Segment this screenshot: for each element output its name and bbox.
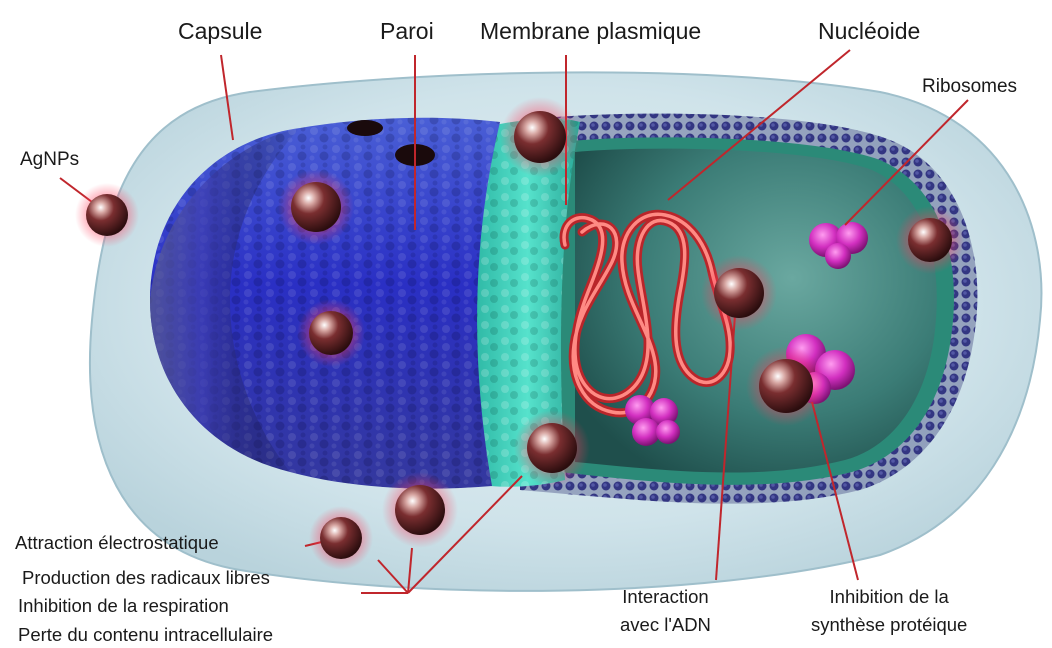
agnp-particle <box>500 97 580 177</box>
agnp-particle <box>746 346 826 426</box>
agnp-particle <box>701 255 777 331</box>
label-inhibition-respiration: Inhibition de la respiration <box>18 597 229 616</box>
label-membrane-plasmique: Membrane plasmique <box>480 20 701 43</box>
label-agnps: AgNPs <box>20 150 79 169</box>
agnp-particle <box>382 472 458 548</box>
agnp-particle <box>75 183 139 247</box>
label-inhibition-synthese-line1: Inhibition de la <box>811 583 967 611</box>
label-paroi: Paroi <box>380 20 434 43</box>
label-inhibition-synthese: Inhibition de la synthèse protéique <box>811 583 967 639</box>
agnp-particle <box>297 299 365 367</box>
agnp-particle <box>309 506 373 570</box>
label-production-radicaux: Production des radicaux libres <box>22 569 270 588</box>
label-perte-contenu: Perte du contenu intracellulaire <box>18 626 273 645</box>
label-ribosomes: Ribosomes <box>922 77 1017 96</box>
label-interaction-adn: Interaction avec l'ADN <box>620 583 711 639</box>
agnp-particle <box>278 169 354 245</box>
agnp-particle <box>896 206 964 274</box>
label-interaction-adn-line1: Interaction <box>620 583 711 611</box>
label-capsule: Capsule <box>178 20 262 43</box>
label-attraction-electrostatique: Attraction électrostatique <box>15 534 219 553</box>
agnp-particle <box>514 410 590 486</box>
wall-pore <box>347 120 383 136</box>
label-nucleoide: Nucléoide <box>818 20 920 43</box>
label-interaction-adn-line2: avec l'ADN <box>620 611 711 639</box>
label-inhibition-synthese-line2: synthèse protéique <box>811 611 967 639</box>
